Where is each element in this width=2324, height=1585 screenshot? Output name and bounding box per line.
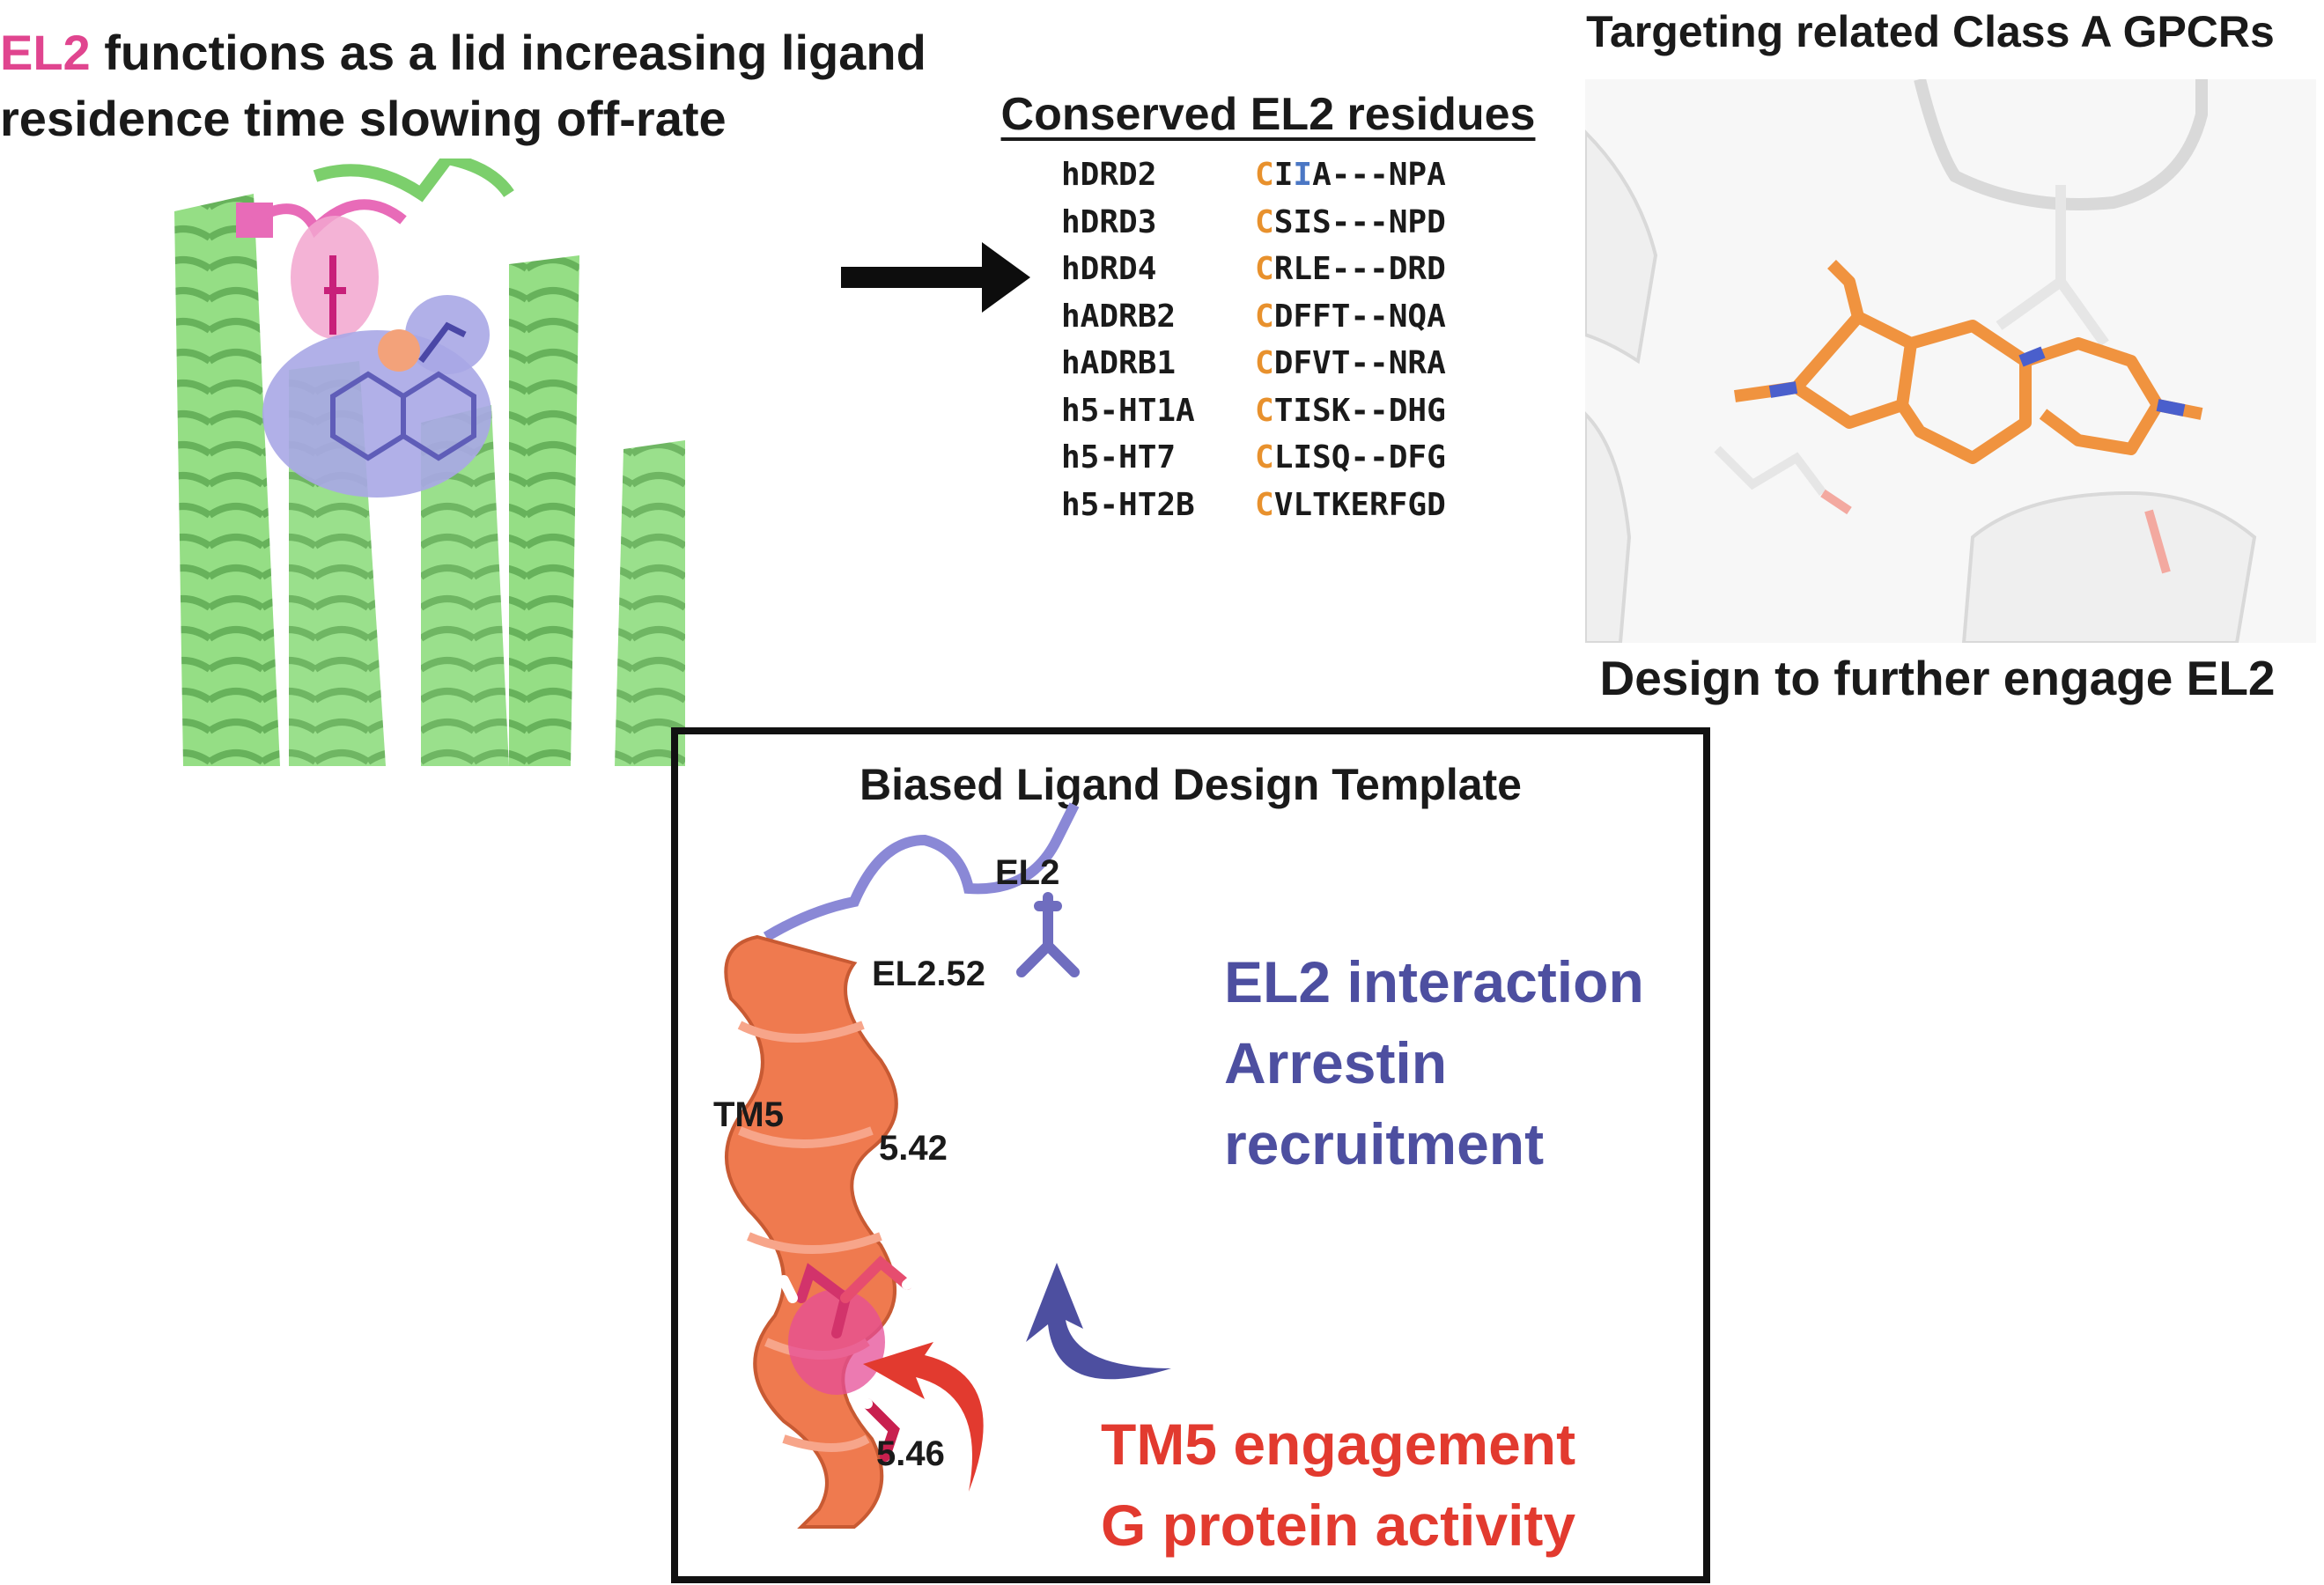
serine-residues [778,1255,926,1462]
sequence-rest: VLTKERFGD [1273,486,1446,523]
conserved-cysteine: C [1255,345,1274,381]
receptor-name: hDRD2 [1061,157,1157,193]
conserved-cysteine: C [1255,157,1274,193]
el2-sequence: CRLE---DRD [1255,251,1446,287]
receptor-name: h5-HT1A [1061,392,1195,429]
biased-ligand-design-box: Biased Ligand Design Template EL2 EL2.52… [671,727,1710,1583]
conserved-cysteine: C [1255,392,1274,429]
tm5-helix [724,934,898,1529]
sequence-rest: TISK--DHG [1273,392,1446,429]
receptor-name: h5-HT7 [1061,439,1177,476]
alignment-row: hDRD3 CSIS---NPD [1061,199,1446,247]
conserved-cysteine: C [1255,298,1274,335]
el2-highlight-word: EL2 [0,25,91,80]
el2-sequence: CDFVT--NRA [1255,345,1446,381]
alignment-row: h5-HT1A CTISK--DHG [1061,387,1446,435]
sequence-prefix: I [1273,157,1294,193]
targeting-heading: Targeting related Class A GPCRs [1586,7,2275,56]
bound-ligand [262,295,491,498]
class-a-gpcr-structure-image [1585,79,2316,643]
tm5-engagement-line: TM5 engagement [1101,1412,1576,1477]
pointer-arrow-icon [841,242,1030,313]
sequence-rest: RLE---DRD [1273,251,1446,287]
el2-interaction-text: EL2 interaction Arrestin recruitment [1224,941,1752,1184]
receptor-name: hADRB2 [1061,298,1177,335]
sequence-rest: DFFT--NQA [1273,298,1446,335]
alignment-row: hADRB2 CDFFT--NQA [1061,293,1446,341]
design-heading: Design to further engage EL2 [1599,651,2276,705]
heading-line2: residence time slowing off-rate [0,91,727,146]
tm5-engagement-text: TM5 engagement G protein activity [1101,1404,1575,1566]
recruitment-line: recruitment [1224,1111,1545,1176]
conserved-cysteine: C [1255,251,1274,287]
conserved-cysteine: C [1255,486,1274,523]
receptor-name: hDRD3 [1061,203,1157,240]
label-tm5: TM5 [713,1095,784,1134]
receptor-ribbons [1585,79,2257,643]
nitrogen-atoms [1768,346,2186,417]
el2-loop [763,802,1080,942]
g-protein-line: G protein activity [1101,1493,1576,1558]
conserved-cysteine: C [1255,439,1274,476]
sequence-rest: DFVT--NRA [1273,345,1446,381]
el2-52-residue [1016,892,1080,977]
label-5-42: 5.42 [879,1129,948,1168]
el2-sequence: CIIA---NPA [1255,157,1446,193]
label-el2: EL2 [995,853,1060,892]
el2-sequence: CDFFT--NQA [1255,299,1446,335]
sequence-rest: SIS---NPD [1273,203,1446,240]
highlighted-residue: I [1293,157,1313,193]
alignment-title: Conserved EL2 residues [1000,89,1536,140]
receptor-name: h5-HT2B [1061,486,1195,523]
el2-sequence: CSIS---NPD [1255,204,1446,240]
label-5-46: 5.46 [876,1434,945,1473]
el2-interaction-line: EL2 interaction [1224,949,1644,1014]
g-protein-curved-arrow-icon [863,1342,984,1492]
alignment-row: hADRB1 CDFVT--NRA [1061,340,1446,387]
conserved-cysteine: C [1255,203,1274,240]
arrestin-line: Arrestin [1224,1030,1448,1095]
el2-sequence: CLISQ--DFG [1255,439,1446,476]
el2-sequence: CVLTKERFGD [1255,487,1446,523]
sequence-rest: A---NPA [1312,157,1446,193]
el2-sequence: CTISK--DHG [1255,393,1446,429]
el2-lid-loop [236,199,407,339]
alignment-row: h5-HT7 CLISQ--DFG [1061,434,1446,482]
heading-line1-rest: functions as a lid increasing ligand [90,25,926,80]
el2-lid-heading: EL2 functions as a lid increasing ligand… [0,19,969,151]
alignment-row: hDRD4 CRLE---DRD [1061,246,1446,293]
tm5-helix-diagram [724,802,1171,1529]
sequence-rest: LISQ--DFG [1273,439,1446,476]
receptor-name: hDRD4 [1061,251,1157,287]
arrestin-curved-arrow-icon [1026,1263,1171,1380]
label-el2-52: EL2.52 [872,955,985,993]
receptor-structure-image [174,158,685,766]
alignment-row: h5-HT2B CVLTKERFGD [1061,482,1446,529]
receptor-name: hADRB1 [1061,345,1177,381]
design-box-title: Biased Ligand Design Template [859,760,1522,809]
